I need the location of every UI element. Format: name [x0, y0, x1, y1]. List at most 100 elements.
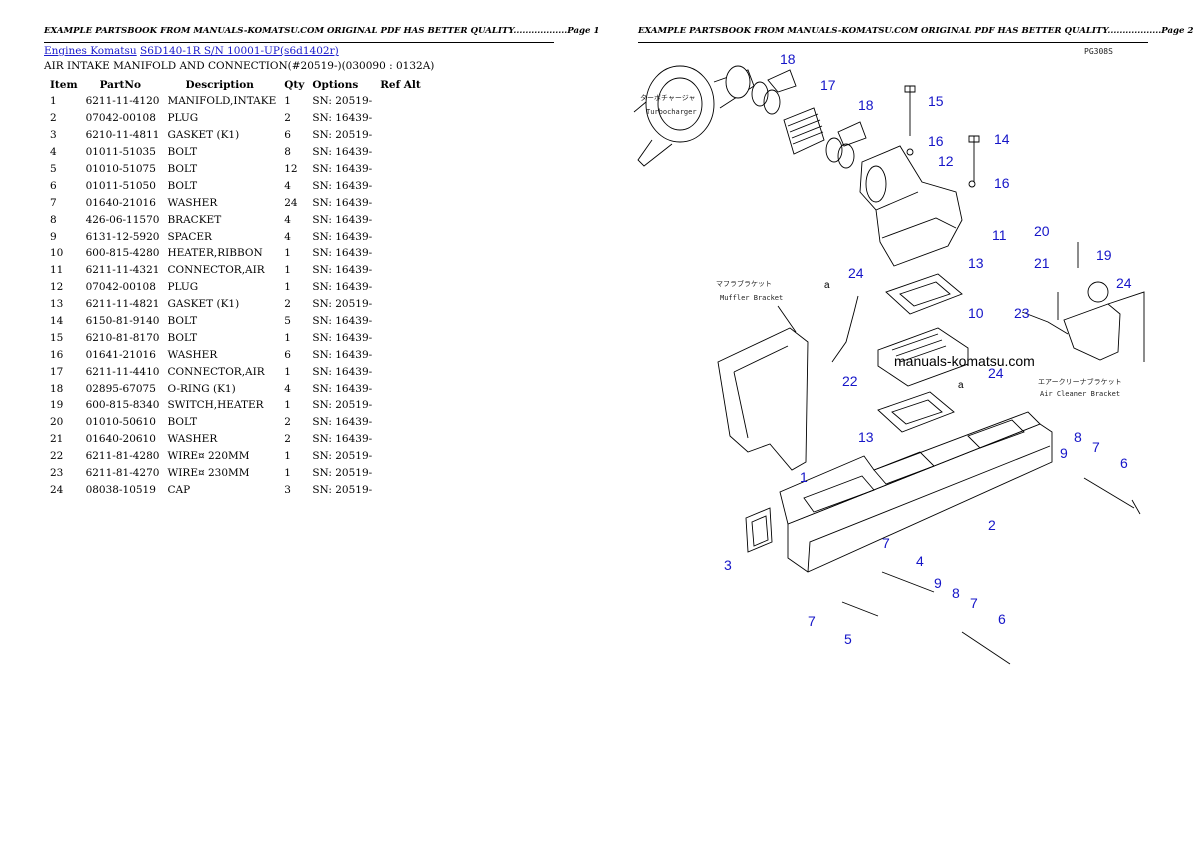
cell-qty: 1: [284, 399, 291, 412]
bolt-6-upper: [1083, 477, 1141, 515]
cell-qty: 8: [284, 146, 291, 159]
callout-6-bottom: 6: [998, 611, 1006, 627]
cell-part-number: 01011-51035: [85, 146, 156, 159]
cell-item: 12: [50, 281, 64, 294]
wire-23: [1021, 311, 1069, 335]
cell-qty: 6: [284, 348, 291, 361]
callout-8-top: 8: [1074, 429, 1082, 445]
cell-ref-alt: [376, 110, 425, 127]
cell-description: BOLT: [167, 163, 198, 175]
breadcrumb-engines-link[interactable]: Engines Komatsu: [44, 45, 137, 57]
cell-item: 19: [50, 399, 64, 412]
cell-ref-alt: [376, 262, 425, 279]
intake-manifold: [779, 411, 1053, 573]
callout-14: 14: [994, 131, 1010, 147]
cell-part-number: 01010-51075: [85, 163, 156, 175]
cell-item: 17: [50, 365, 64, 378]
cell-item: 16: [50, 348, 64, 361]
cell-qty: 1: [284, 281, 291, 294]
cell-ref-alt: [376, 481, 425, 498]
cell-options: SN: 20519-: [312, 467, 373, 480]
cell-item: 14: [50, 315, 64, 328]
cleaner-label-jp: エアークリーナブラケット: [1038, 377, 1122, 386]
callout-1: 1: [800, 469, 808, 485]
callout-18: 18: [858, 97, 874, 113]
gasket-3: [745, 507, 773, 553]
cell-options: SN: 16439-: [312, 196, 373, 209]
callout-2: 2: [988, 517, 996, 533]
cell-ref-alt: [376, 296, 425, 313]
cell-options: SN: 16439-: [312, 281, 373, 294]
cell-ref-alt: [376, 431, 425, 448]
cell-description: BOLT: [167, 315, 198, 328]
cell-part-number: 01010-50610: [85, 416, 156, 429]
bolt-5: [841, 601, 879, 617]
cell-options: SN: 16439-: [312, 230, 373, 243]
cell-item: 11: [50, 264, 64, 277]
cell-part-number: 600-815-8340: [85, 399, 160, 412]
cell-item: 13: [50, 298, 64, 311]
air-connector-hose: [783, 107, 825, 155]
cell-qty: 24: [284, 196, 298, 209]
cell-options: SN: 16439-: [312, 213, 373, 226]
callout-10: 10: [968, 305, 984, 321]
page-1-header-text: EXAMPLE PARTSBOOK FROM MANUALS-KOMATSU.C…: [44, 26, 600, 36]
cell-options: SN: 16439-: [312, 382, 373, 395]
watermark: manuals-komatsu.com: [894, 353, 1035, 369]
cell-item: 15: [50, 331, 64, 344]
cell-description: WIRE¤ 230MM: [167, 467, 250, 480]
cell-options: SN: 16439-: [312, 247, 373, 260]
column-header-description: Description: [185, 78, 254, 91]
cell-description: MANIFOLD,INTAKE: [167, 95, 277, 108]
cell-item: 10: [50, 247, 64, 260]
cell-options: SN: 16439-: [312, 264, 373, 277]
page-1-header-rule: [44, 42, 554, 43]
cell-description: O-RING (K1): [167, 382, 236, 395]
cell-qty: 3: [284, 483, 291, 496]
cell-options: SN: 16439-: [312, 163, 373, 175]
cell-description: GASKET (K1): [167, 298, 240, 311]
cell-qty: 6: [284, 129, 291, 142]
page-2-header-rule: [638, 42, 1148, 43]
muffler-leader: [777, 305, 797, 333]
cell-options: SN: 20519-: [312, 483, 373, 496]
cell-options: SN: 16439-: [312, 112, 373, 125]
cell-qty: 4: [284, 382, 291, 395]
cell-part-number: 6211-11-4410: [85, 365, 160, 378]
cell-ref-alt: [376, 313, 425, 330]
cell-description: CONNECTOR,AIR: [167, 365, 265, 378]
cell-item: 21: [50, 433, 64, 446]
cell-item: 9: [50, 230, 57, 243]
cell-item: 3: [50, 129, 57, 142]
callout-20: 20: [1034, 223, 1050, 239]
breadcrumb-model-link[interactable]: S6D140-1R S/N 10001-UP(s6d1402r): [140, 45, 339, 57]
cell-part-number: 01641-21016: [85, 348, 156, 361]
cell-options: SN: 16439-: [312, 416, 373, 429]
cell-item: 23: [50, 467, 64, 480]
cell-part-number: 01011-51050: [85, 179, 156, 192]
cell-description: BOLT: [167, 416, 198, 429]
cell-ref-alt: [376, 211, 425, 228]
cell-part-number: 02895-67075: [85, 382, 156, 395]
bolt-6-lower: [961, 631, 1011, 665]
label-a-left: a: [824, 280, 830, 291]
ribbon-heater: [877, 327, 969, 387]
cell-description: WIRE¤ 220MM: [167, 450, 250, 463]
cell-qty: 1: [284, 450, 291, 463]
cell-part-number: 6131-12-5920: [85, 230, 160, 243]
cell-ref-alt: [376, 228, 425, 245]
cell-qty: 1: [284, 365, 291, 378]
cell-options: SN: 20519-: [312, 95, 373, 108]
cell-item: 2: [50, 112, 57, 125]
cell-description: SWITCH,HEATER: [167, 399, 264, 412]
cell-ref-alt: [376, 380, 425, 397]
cell-item: 22: [50, 450, 64, 463]
